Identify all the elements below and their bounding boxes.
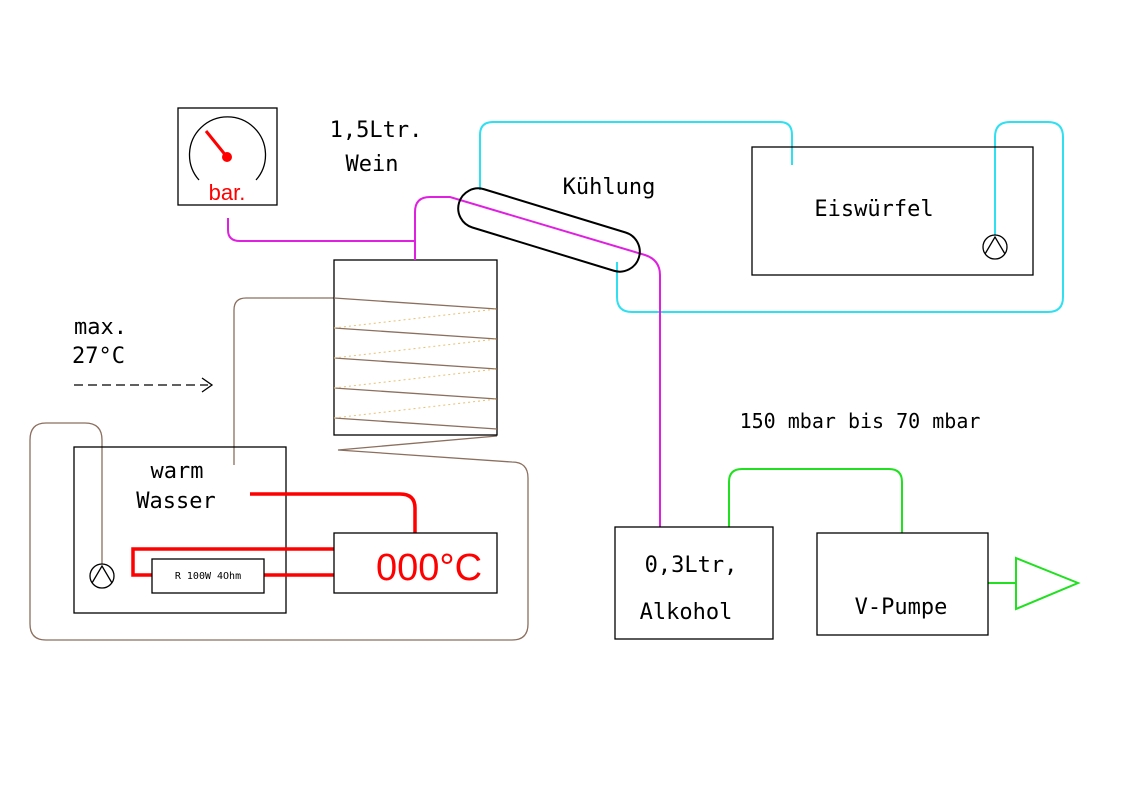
cooling-label: Kühlung xyxy=(563,175,656,200)
vacuum-pump xyxy=(816,532,989,636)
pressure-gauge xyxy=(177,107,278,206)
pump-icon xyxy=(982,234,1008,260)
wine-volume-label: 1,5Ltr. xyxy=(330,118,423,143)
warm-water-bath xyxy=(73,446,287,614)
vapor-line xyxy=(227,196,661,527)
warm-water-label-2: Wasser xyxy=(136,489,215,514)
alcohol-volume-label: 0,3Ltr, xyxy=(645,553,738,578)
ice-label: Eiswürfel xyxy=(814,197,933,222)
resistor-label: R 100W 4Ohm xyxy=(175,571,241,582)
dashed-arrow xyxy=(74,377,214,393)
pressure-range-label: 150 mbar bis 70 mbar xyxy=(740,409,981,433)
pump-icon xyxy=(89,563,115,589)
temperature-controller xyxy=(333,532,498,594)
warm-water-loop xyxy=(29,297,529,641)
max-temp-label: 27°C xyxy=(72,344,125,369)
ice-box xyxy=(751,146,1034,276)
alcohol-name-label: Alkohol xyxy=(640,600,733,625)
heating-coil-back xyxy=(333,308,498,419)
temperature-display: 000°C xyxy=(376,547,482,589)
alcohol-collector xyxy=(614,526,774,640)
gauge-unit-label: bar. xyxy=(209,180,246,205)
wine-name-label: Wein xyxy=(346,152,399,177)
resistor xyxy=(151,558,265,594)
pump-label: V-Pumpe xyxy=(855,595,948,620)
heating-coil xyxy=(333,297,498,430)
exhaust-arrow-icon xyxy=(1015,556,1081,611)
condenser xyxy=(457,187,641,273)
vacuum-line xyxy=(728,468,1016,584)
wine-vessel xyxy=(333,259,498,436)
cooling-water-loop xyxy=(479,121,1064,313)
heater-wiring xyxy=(131,492,417,577)
pressure-gauge-icon xyxy=(188,116,267,181)
max-label: max. xyxy=(74,315,127,340)
warm-water-label-1: warm xyxy=(151,459,204,484)
